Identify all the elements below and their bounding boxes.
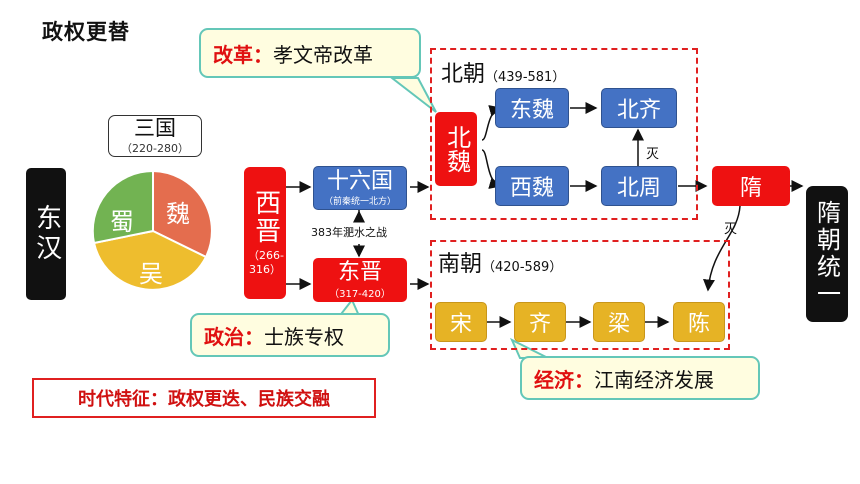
battle-label: 383年淝水之战: [311, 224, 387, 240]
politics-key: 政治：: [204, 324, 264, 349]
pie-label-wei: 魏: [166, 200, 190, 228]
xijin-box: 西晋 （266-316）: [244, 167, 286, 299]
sixteen-name: 十六国: [326, 168, 393, 194]
north-dynasties-frame: [430, 48, 698, 220]
dongjin-years: （317-420）: [329, 288, 391, 300]
reform-callout: 改革： 孝文帝改革: [199, 28, 421, 78]
reform-key: 改革：: [213, 42, 273, 67]
pie-slice-shu: [91, 169, 154, 245]
sui-box: 隋: [712, 166, 790, 206]
sui-mie-label: 灭: [724, 222, 738, 237]
pie-slice-wei: [152, 169, 213, 259]
sixteen-sub: （前秦统一北方）: [323, 196, 396, 207]
pie-label-shu: 蜀: [110, 208, 134, 236]
three-kingdoms-title: 三国: [134, 116, 176, 140]
south-dynasties-frame: [430, 240, 730, 350]
reform-text: 孝文帝改革: [273, 42, 373, 67]
economy-key: 经济：: [534, 367, 594, 392]
south-header: 南朝 （420-589）: [438, 246, 562, 278]
arrow-sui-chen: [703, 205, 741, 292]
north-label: 北朝: [441, 62, 486, 87]
north-mie-label: 灭: [646, 147, 660, 162]
beiqi-box: 北齐: [601, 88, 677, 128]
unify-box: 隋朝统一: [806, 186, 848, 322]
page-title: 政权更替: [42, 19, 130, 44]
xiwei-box: 西魏: [495, 166, 569, 206]
pie-label-wu: 吴: [139, 260, 163, 288]
politics-callout: 政治： 士族专权: [190, 313, 390, 357]
economy-text: 江南经济发展: [594, 367, 714, 392]
dongwei-box: 东魏: [495, 88, 569, 128]
xijin-name: 西晋: [250, 189, 281, 245]
reform-callout-tail: [389, 77, 437, 113]
song-box: 宋: [435, 302, 487, 342]
south-label: 南朝: [438, 252, 483, 277]
liang-box: 梁: [593, 302, 645, 342]
chen-box: 陈: [673, 302, 725, 342]
three-kingdoms-header: 三国 （220-280）: [108, 115, 202, 157]
north-header: 北朝 （439-581）: [441, 56, 565, 88]
sixteen-kingdoms-box: 十六国 （前秦统一北方）: [313, 166, 407, 210]
dongjin-box: 东晋 （317-420）: [313, 258, 407, 302]
south-years: （420-589）: [482, 260, 563, 275]
era-feature-box: 时代特征：政权更迭、民族交融: [32, 378, 376, 418]
north-years: （439-581）: [485, 70, 566, 85]
economy-callout: 经济： 江南经济发展: [520, 356, 760, 400]
dongjin-name: 东晋: [337, 259, 382, 285]
donghan-box: 东汉: [26, 168, 66, 300]
beiwei-box: 北魏: [435, 112, 477, 186]
qi-box: 齐: [514, 302, 566, 342]
beizhou-box: 北周: [601, 166, 677, 206]
three-kingdoms-years: （220-280）: [121, 142, 189, 155]
pie-slice-wu: [92, 229, 208, 291]
politics-text: 士族专权: [264, 324, 344, 349]
three-kingdoms-pie: [91, 169, 213, 291]
xijin-years: （266-316）: [248, 249, 284, 276]
